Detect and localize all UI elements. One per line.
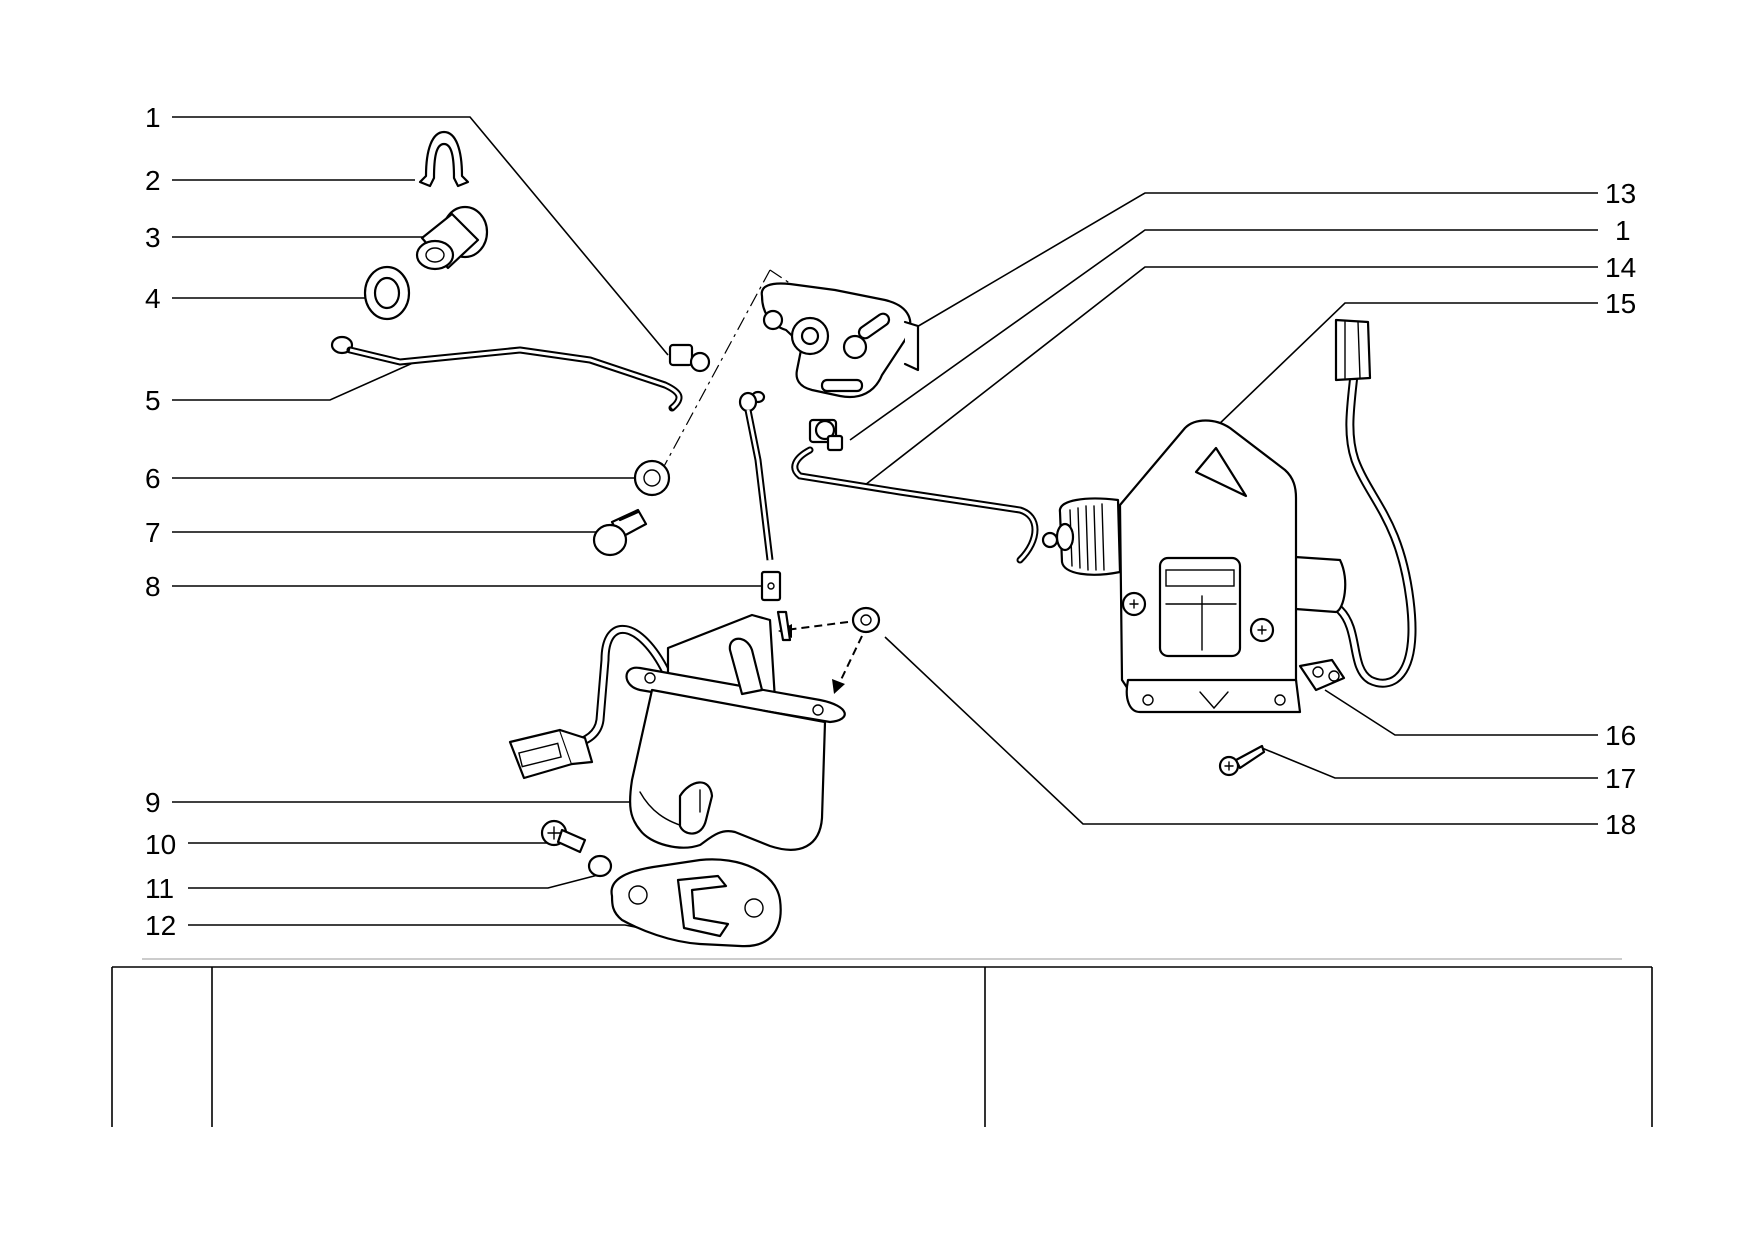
part-rod-right (791, 446, 1039, 564)
title-block-frame (111, 966, 1653, 1127)
part-lock-barrel (415, 205, 489, 271)
callout-label: 17 (1605, 763, 1636, 794)
part-screw-10 (540, 819, 587, 854)
callout-label: 4 (145, 283, 161, 314)
callout-label: 16 (1605, 720, 1636, 751)
callout-16: 16 (1324, 689, 1636, 751)
callout-label: 3 (145, 222, 161, 253)
part-small-bracket (1298, 658, 1346, 692)
callout-label: 18 (1605, 809, 1636, 840)
callout-label: 8 (145, 571, 161, 602)
callout-1-left: 1 (145, 102, 669, 356)
part-small-nut (587, 854, 613, 878)
callout-label: 1 (145, 102, 161, 133)
callout-3: 3 (145, 222, 428, 253)
callout-label: 15 (1605, 288, 1636, 319)
part-nut (778, 606, 881, 694)
callout-1-right: 1 (849, 215, 1631, 441)
callout-label: 7 (145, 517, 161, 548)
callout-label: 6 (145, 463, 161, 494)
callout-11: 11 (145, 873, 599, 904)
callout-8: 8 (145, 571, 770, 602)
part-latch (508, 610, 846, 851)
callout-13: 13 (914, 178, 1636, 329)
callout-label: 11 (145, 873, 174, 904)
part-rod-clip-left (668, 343, 711, 373)
callout-label: 2 (145, 165, 161, 196)
callout-label: 13 (1605, 178, 1636, 209)
callout-14: 14 (864, 252, 1636, 486)
callout-10: 10 (145, 829, 548, 860)
callout-15: 15 (1214, 288, 1636, 429)
callout-5: 5 (145, 361, 416, 416)
callout-7: 7 (145, 517, 598, 548)
callout-2: 2 (145, 165, 415, 196)
callout-4: 4 (145, 283, 368, 314)
part-screw-17 (1218, 744, 1266, 777)
callout-label: 9 (145, 787, 161, 818)
callout-label: 14 (1605, 252, 1636, 283)
callout-label: 5 (145, 385, 161, 416)
part-bolt (592, 508, 648, 557)
callout-18: 18 (884, 636, 1636, 840)
part-spring-clip (418, 130, 470, 188)
callout-6: 6 (145, 463, 644, 494)
part-actuator (1041, 318, 1417, 714)
callout-label: 1 (1615, 215, 1631, 246)
part-upper-bracket (760, 282, 920, 399)
part-rod-left (330, 335, 683, 412)
part-rod-clip-right (808, 418, 844, 452)
callout-label: 12 (145, 910, 176, 941)
part-striker-plate (610, 858, 782, 948)
part-washer (363, 265, 411, 321)
callout-12: 12 (145, 910, 661, 941)
part-star-washer (633, 459, 671, 497)
callout-label: 10 (145, 829, 176, 860)
part-vertical-rod (738, 390, 782, 602)
callout-17: 17 (1261, 747, 1636, 794)
alignment-line-left (661, 269, 771, 471)
callout-9: 9 (145, 787, 638, 818)
